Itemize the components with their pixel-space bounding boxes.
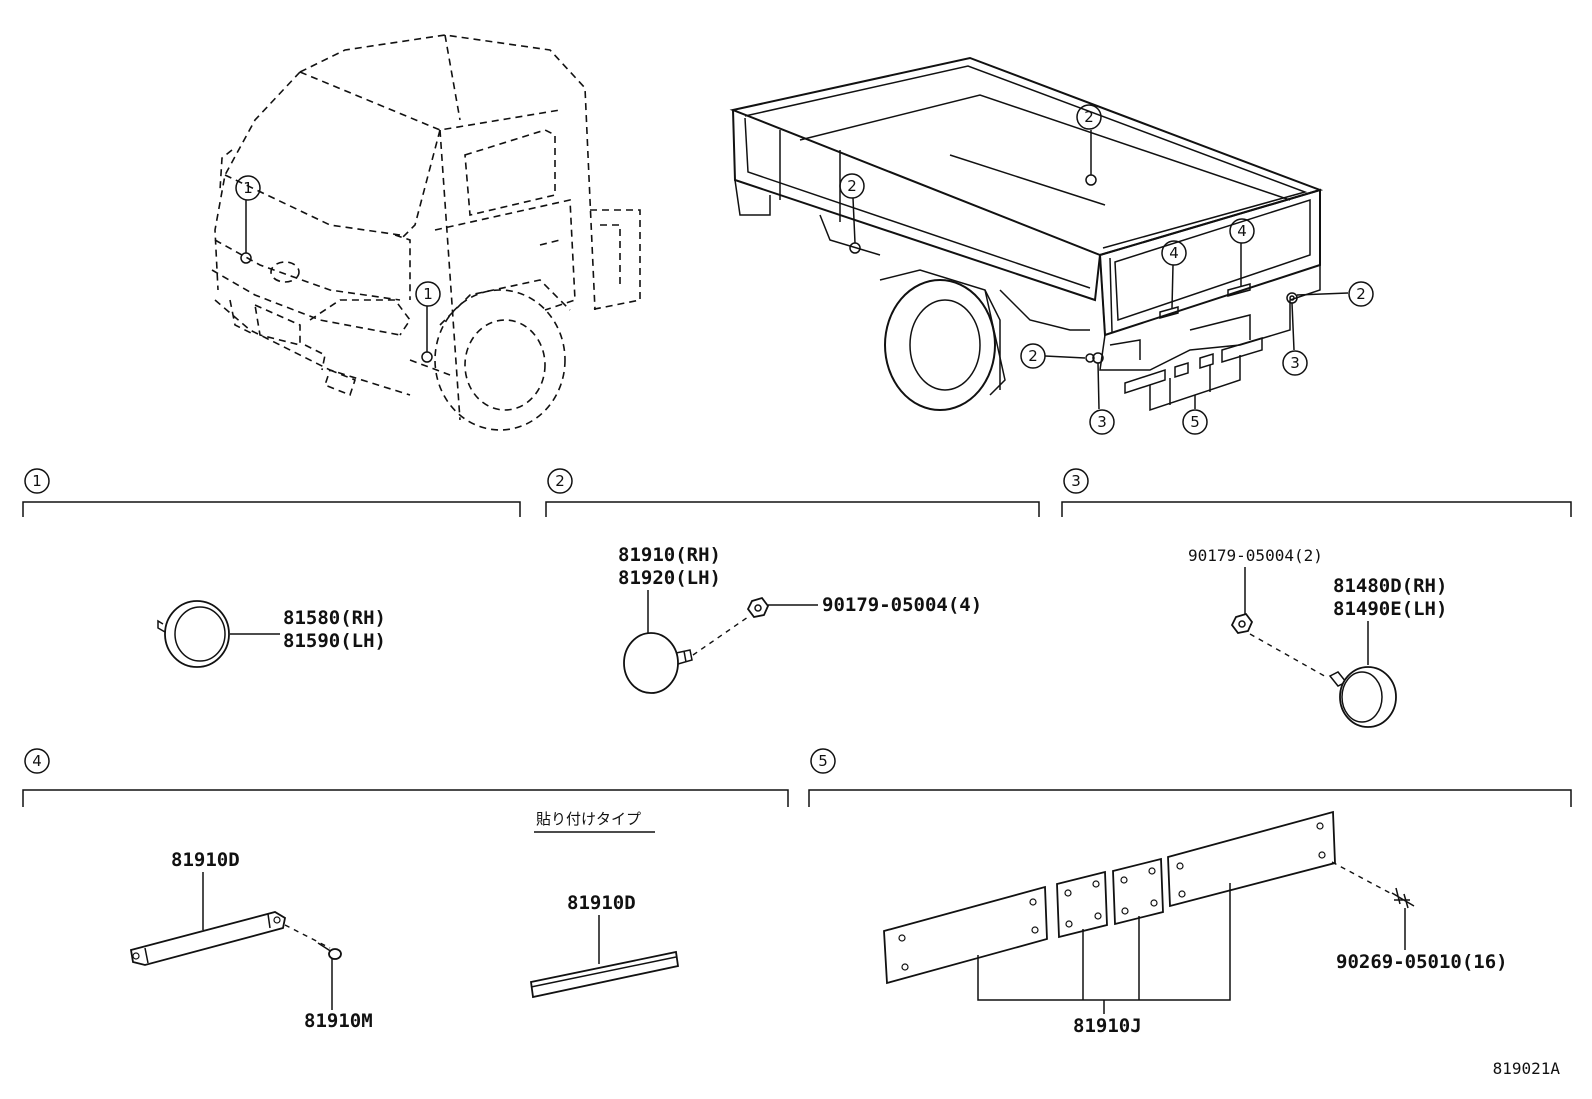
svg-text:81910J: 81910J <box>1073 1015 1142 1037</box>
section-3: 3 90179-05004(2) 81480D(RH) 81490E(LH) <box>1061 468 1572 728</box>
svg-text:3: 3 <box>1097 413 1107 431</box>
svg-text:5: 5 <box>818 752 828 770</box>
callout-4-left: 4 <box>1161 240 1187 266</box>
section-2: 2 81910(RH) 81920(LH) 90179-05004(4) <box>545 468 1040 694</box>
callout-4-right: 4 <box>1229 218 1255 244</box>
svg-text:1: 1 <box>423 285 433 303</box>
svg-text:貼り付けタイプ: 貼り付けタイプ <box>536 810 641 828</box>
rear-truck-illustration <box>729 56 1349 412</box>
svg-text:3: 3 <box>1290 354 1300 372</box>
svg-text:2: 2 <box>1084 108 1094 126</box>
callout-1-front-upper: 1 <box>235 175 261 201</box>
svg-text:81920(LH): 81920(LH) <box>618 567 721 589</box>
svg-text:5: 5 <box>1190 413 1200 431</box>
svg-text:3: 3 <box>1071 472 1081 490</box>
diagram-code: 819021A <box>1493 1059 1561 1078</box>
svg-text:81910(RH): 81910(RH) <box>618 544 721 566</box>
callout-3-right: 3 <box>1282 350 1308 376</box>
svg-text:4: 4 <box>1169 244 1179 262</box>
callout-3-lower: 3 <box>1089 409 1115 435</box>
svg-text:90269-05010(16): 90269-05010(16) <box>1336 951 1508 973</box>
svg-text:1: 1 <box>243 179 253 197</box>
svg-text:4: 4 <box>1237 222 1247 240</box>
callout-1-front-lower: 1 <box>415 281 441 307</box>
svg-text:90179-05004(2): 90179-05004(2) <box>1188 546 1323 565</box>
section-5: 5 81910J 90269-05010(1 <box>808 748 1572 1037</box>
svg-text:81910M: 81910M <box>304 1010 373 1032</box>
svg-text:2: 2 <box>555 472 565 490</box>
svg-text:2: 2 <box>847 177 857 195</box>
svg-text:2: 2 <box>1028 347 1038 365</box>
svg-text:81480D(RH): 81480D(RH) <box>1333 575 1447 597</box>
svg-text:81910D: 81910D <box>567 892 636 914</box>
callout-2-right: 2 <box>1348 281 1374 307</box>
svg-text:81490E(LH): 81490E(LH) <box>1333 598 1447 620</box>
svg-text:81910D: 81910D <box>171 849 240 871</box>
svg-text:90179-05004(4): 90179-05004(4) <box>822 594 982 616</box>
svg-text:81580(RH): 81580(RH) <box>283 607 386 629</box>
svg-text:81590(LH): 81590(LH) <box>283 630 386 652</box>
svg-text:1: 1 <box>32 472 42 490</box>
callout-5-lower: 5 <box>1182 409 1208 435</box>
section-1: 1 81580(RH) 81590(LH) <box>22 468 521 668</box>
callout-2-lower: 2 <box>1020 343 1046 369</box>
svg-text:4: 4 <box>32 752 42 770</box>
svg-text:2: 2 <box>1356 285 1366 303</box>
section-4: 4 貼り付けタイプ 81910D 81910M 81910D <box>22 748 789 1032</box>
front-truck-illustration <box>211 34 641 431</box>
callout-2-bed: 2 <box>1076 104 1102 130</box>
callout-2-side: 2 <box>839 173 865 199</box>
